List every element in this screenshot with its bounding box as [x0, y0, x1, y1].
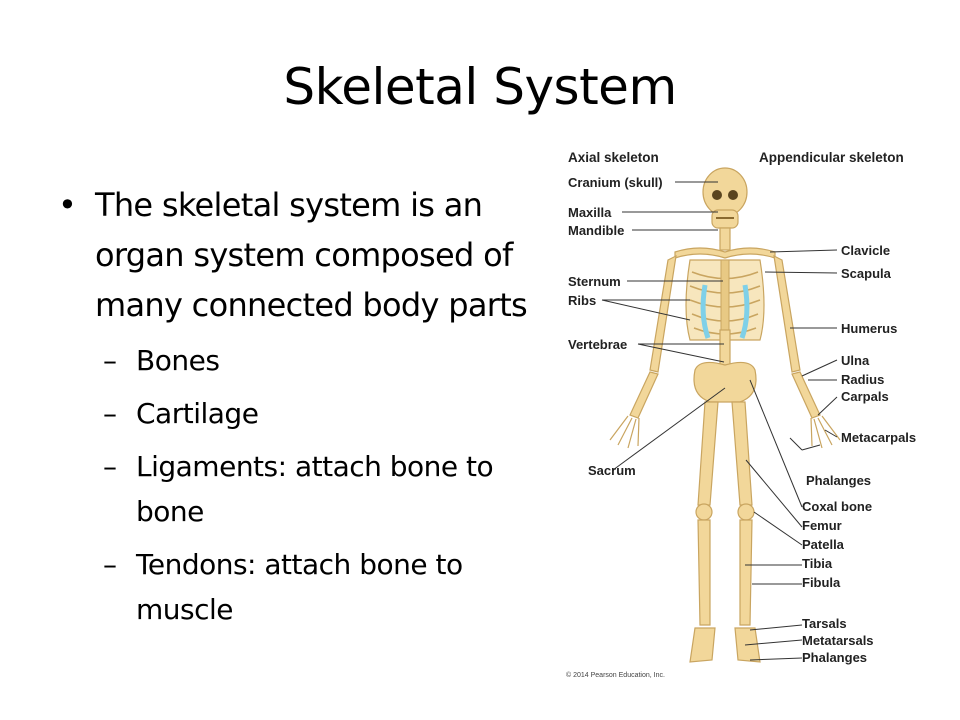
label-metatarsals: Metatarsals	[802, 633, 874, 648]
axial-header: Axial skeleton	[568, 150, 659, 165]
dash-marker: –	[103, 344, 117, 377]
label-carpals: Carpals	[841, 389, 889, 404]
sub-bullet-text: Bones	[136, 344, 220, 377]
label-fibula: Fibula	[802, 575, 841, 590]
sub-bullet-item: – Ligaments: attach bone to bone	[58, 444, 538, 534]
label-metacarpals: Metacarpals	[841, 430, 916, 445]
label-maxilla: Maxilla	[568, 205, 612, 220]
label-scapula: Scapula	[841, 266, 892, 281]
sub-bullet-text: Tendons: attach bone to muscle	[136, 548, 463, 626]
sub-bullet-item: – Bones	[58, 338, 538, 383]
sub-bullet-item: – Cartilage	[58, 391, 538, 436]
label-humerus: Humerus	[841, 321, 897, 336]
label-patella: Patella	[802, 537, 845, 552]
skeleton-illustration	[609, 167, 841, 663]
slide-title: Skeletal System	[283, 58, 677, 116]
sub-bullet-text: Ligaments: attach bone to bone	[136, 450, 494, 528]
label-sternum: Sternum	[568, 274, 621, 289]
bullet-marker: •	[58, 186, 77, 224]
label-cranium: Cranium (skull)	[568, 175, 663, 190]
label-sacrum: Sacrum	[588, 463, 636, 478]
label-ulna: Ulna	[841, 353, 870, 368]
label-tibia: Tibia	[802, 556, 833, 571]
label-phalanges-hand: Phalanges	[806, 473, 871, 488]
sub-bullet-item: – Tendons: attach bone to muscle	[58, 542, 538, 632]
bullet-text: The skeletal system is an organ system c…	[95, 186, 528, 324]
label-phalanges-foot: Phalanges	[802, 650, 867, 665]
dash-marker: –	[103, 548, 117, 581]
label-mandible: Mandible	[568, 223, 624, 238]
dash-marker: –	[103, 397, 117, 430]
label-coxal-bone: Coxal bone	[802, 499, 872, 514]
bullet-item: • The skeletal system is an organ system…	[58, 180, 538, 330]
sub-bullet-text: Cartilage	[136, 397, 259, 430]
copyright-text: © 2014 Pearson Education, Inc.	[566, 671, 665, 679]
label-vertebrae: Vertebrae	[568, 337, 627, 352]
label-ribs: Ribs	[568, 293, 596, 308]
label-radius: Radius	[841, 372, 884, 387]
skeleton-diagram: Axial skeleton Appendicular skeleton	[566, 150, 916, 679]
label-femur: Femur	[802, 518, 842, 533]
label-clavicle: Clavicle	[841, 243, 890, 258]
skeleton-figure: Axial skeleton Appendicular skeleton	[540, 140, 960, 685]
label-tarsals: Tarsals	[802, 616, 847, 631]
appendicular-header: Appendicular skeleton	[759, 150, 904, 165]
bullet-list: • The skeletal system is an organ system…	[58, 180, 538, 632]
dash-marker: –	[103, 450, 117, 483]
